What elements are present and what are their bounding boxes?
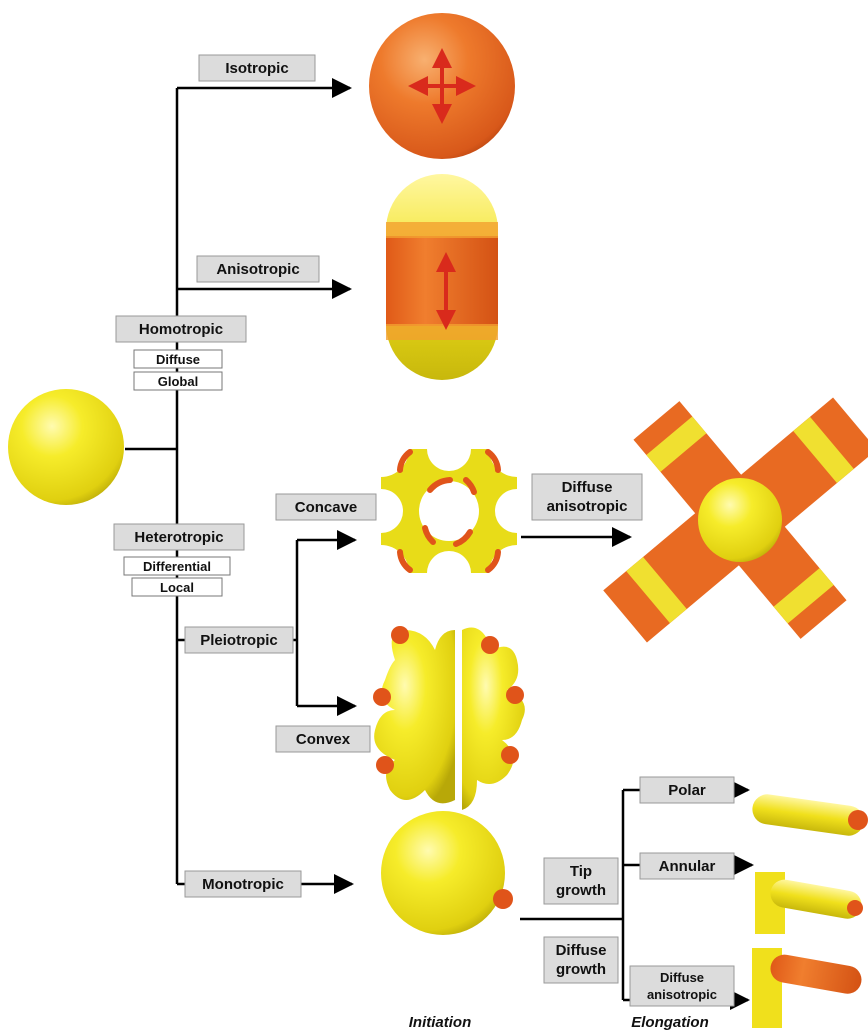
label-differential: Differential: [124, 557, 230, 575]
svg-text:Annular: Annular: [659, 858, 716, 875]
annular-growth-shape: [755, 872, 864, 934]
initial-cell: [8, 389, 124, 505]
label-diffuse-anisotropic: Diffuse anisotropic: [532, 474, 642, 520]
svg-text:Polar: Polar: [668, 782, 706, 799]
svg-text:Diffuse: Diffuse: [660, 970, 704, 985]
svg-text:Diffuse: Diffuse: [556, 942, 607, 959]
svg-text:Monotropic: Monotropic: [202, 876, 284, 893]
svg-text:growth: growth: [556, 961, 606, 978]
svg-text:Homotropic: Homotropic: [139, 321, 223, 338]
concave-tissue: [353, 421, 545, 601]
label-pleiotropic: Pleiotropic: [185, 627, 293, 653]
label-tip-growth: Tip growth: [544, 858, 618, 904]
label-isotropic: Isotropic: [199, 55, 315, 81]
isotropic-cell: [369, 13, 515, 159]
svg-text:Concave: Concave: [295, 499, 358, 516]
svg-text:Convex: Convex: [296, 731, 351, 748]
stage-label-initiation: Initiation: [409, 1014, 472, 1031]
label-small-diffuse-anisotropic: Diffuse anisotropic: [630, 966, 734, 1006]
monotropic-cell: [381, 811, 513, 935]
label-polar: Polar: [640, 777, 734, 803]
label-annular: Annular: [640, 853, 734, 879]
svg-text:Pleiotropic: Pleiotropic: [200, 632, 278, 649]
svg-text:Isotropic: Isotropic: [225, 60, 288, 77]
svg-text:Local: Local: [160, 580, 194, 595]
svg-text:anisotropic: anisotropic: [647, 987, 717, 1002]
polar-growth-shape: [750, 792, 868, 837]
svg-text:Diffuse: Diffuse: [562, 479, 613, 496]
diffuse-anisotropic-growth-shape: [752, 948, 864, 1028]
anisotropic-cell: [386, 174, 498, 380]
label-local: Local: [132, 578, 222, 596]
label-concave: Concave: [276, 494, 376, 520]
label-global: Global: [134, 372, 222, 390]
label-diffuse-growth: Diffuse growth: [544, 937, 618, 983]
label-anisotropic: Anisotropic: [197, 256, 319, 282]
svg-text:anisotropic: anisotropic: [547, 498, 628, 515]
label-homotropic: Homotropic: [116, 316, 246, 342]
label-heterotropic: Heterotropic: [114, 524, 244, 550]
label-diffuse: Diffuse: [134, 350, 222, 368]
svg-text:growth: growth: [556, 882, 606, 899]
svg-text:Tip: Tip: [570, 863, 592, 880]
label-convex: Convex: [276, 726, 370, 752]
svg-text:Diffuse: Diffuse: [156, 352, 200, 367]
convex-cell: [373, 626, 525, 810]
svg-text:Anisotropic: Anisotropic: [216, 261, 299, 278]
cross-shaped-cell: [603, 398, 868, 643]
label-monotropic: Monotropic: [185, 871, 301, 897]
svg-text:Heterotropic: Heterotropic: [134, 529, 223, 546]
svg-text:Differential: Differential: [143, 559, 211, 574]
stage-label-elongation: Elongation: [631, 1014, 709, 1031]
svg-text:Global: Global: [158, 374, 198, 389]
